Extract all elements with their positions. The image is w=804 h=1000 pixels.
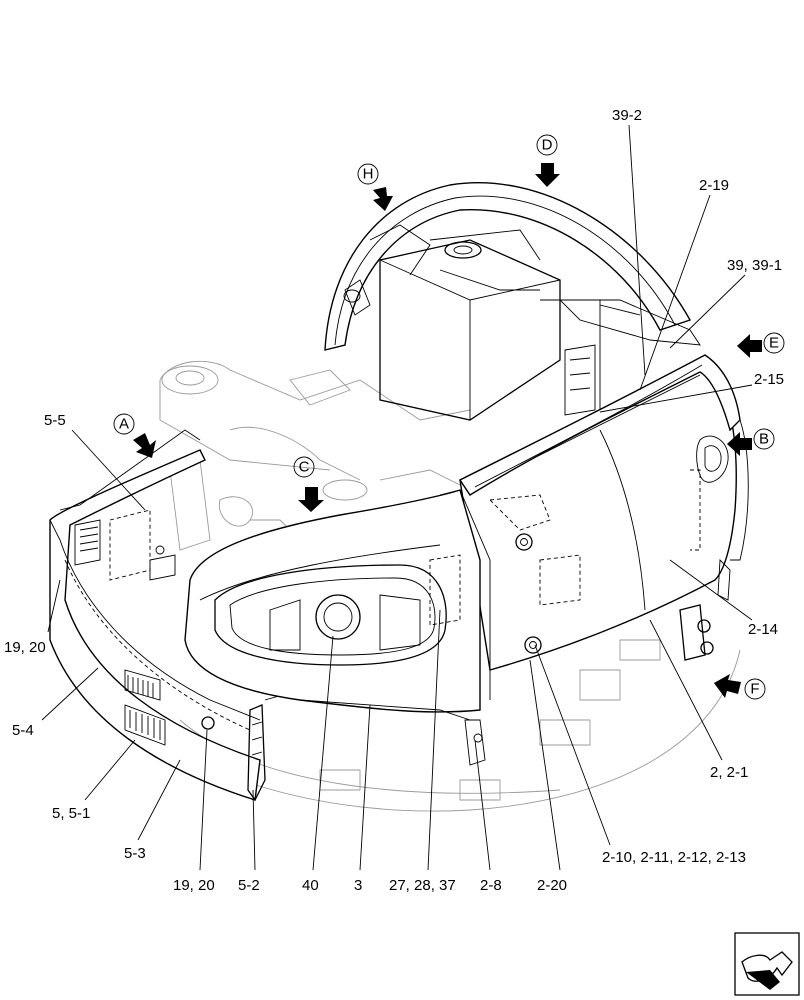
arrow-b-icon: [727, 432, 752, 456]
callout-a: A: [113, 413, 135, 435]
callout-e: E: [763, 332, 785, 354]
label-39-2: 39-2: [612, 107, 642, 124]
label-2-8: 2-8: [480, 877, 502, 894]
leader-lines: [41, 124, 753, 871]
label-19-20-left: 19, 20: [4, 639, 46, 656]
label-3: 3: [354, 877, 362, 894]
right-side-door: [459, 359, 737, 671]
front-lamp-panel: [184, 489, 491, 766]
callout-b: B: [753, 428, 775, 450]
arrow-f-icon: [714, 674, 741, 698]
callout-h: H: [357, 163, 379, 185]
arrow-e-icon: [737, 334, 762, 358]
label-5-2: 5-2: [238, 877, 260, 894]
callout-d-letter: D: [542, 137, 553, 154]
left-rear-cover: [49, 429, 261, 801]
label-27-28-37: 27, 28, 37: [389, 877, 456, 894]
right-upper-trim: [458, 354, 749, 561]
label-40: 40: [302, 877, 319, 894]
callout-h-letter: H: [363, 166, 374, 183]
arrow-h-icon: [373, 187, 393, 211]
callout-c: C: [293, 456, 315, 478]
arrow-a-icon: [133, 433, 156, 458]
part-labels: 39-2 2-19 39, 39-1 2-15 5-5 19, 20 5-4 5…: [4, 107, 784, 894]
view-arrows: [133, 163, 762, 698]
right-lower-bracket: [679, 604, 714, 661]
label-5-5-1: 5, 5-1: [52, 805, 90, 822]
label-39-39-1: 39, 39-1: [727, 257, 782, 274]
callout-f-letter: F: [750, 681, 759, 698]
label-2-19: 2-19: [699, 177, 729, 194]
callout-a-letter: A: [119, 416, 129, 433]
callout-b-letter: B: [759, 431, 769, 448]
callout-c-letter: C: [299, 459, 310, 476]
top-hood-cover: [324, 182, 701, 351]
callout-f: F: [744, 678, 766, 700]
arrow-d-icon: [535, 163, 560, 187]
label-5-5: 5-5: [44, 412, 66, 429]
label-2-10-2-13: 2-10, 2-11, 2-12, 2-13: [602, 849, 746, 866]
label-2-14: 2-14: [748, 621, 778, 638]
label-5-3: 5-3: [124, 845, 146, 862]
label-2-2-1: 2, 2-1: [710, 764, 748, 781]
corner-navigation-icon: [734, 932, 800, 996]
label-5-4: 5-4: [12, 722, 34, 739]
bracket-5-2: [247, 689, 331, 802]
callout-d: D: [536, 134, 558, 156]
arrow-c-icon: [298, 487, 324, 512]
callout-e-letter: E: [769, 335, 779, 352]
label-19-20-bottom: 19, 20: [173, 877, 215, 894]
label-2-20: 2-20: [537, 877, 567, 894]
engine-block: [379, 229, 601, 431]
label-2-15: 2-15: [754, 371, 784, 388]
